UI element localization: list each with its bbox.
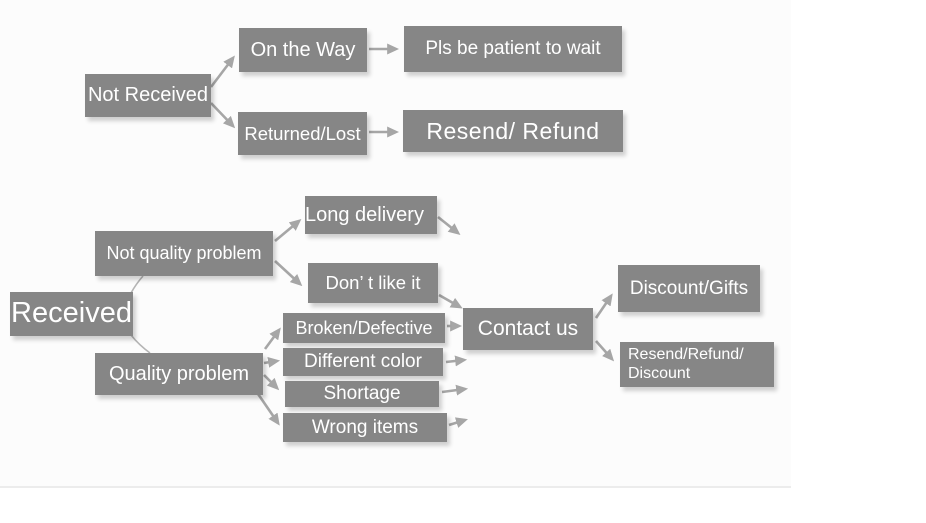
node-wrong-items: Wrong items	[283, 413, 447, 442]
node-resend-refund-discount-line2: Discount	[628, 364, 691, 382]
node-discount-gifts: Discount/Gifts	[618, 265, 760, 312]
node-contact-us: Contact us	[463, 308, 593, 350]
node-not-received: Not Received	[85, 74, 211, 117]
node-resend-refund: Resend/ Refund	[403, 110, 623, 152]
node-different-color: Different color	[283, 348, 443, 376]
node-quality-problem: Quality problem	[95, 353, 263, 395]
node-broken-defective: Broken/Defective	[283, 313, 445, 343]
node-returned-lost: Returned/Lost	[238, 112, 367, 155]
node-on-the-way: On the Way	[239, 28, 367, 72]
node-pls-be-patient: Pls be patient to wait	[404, 26, 622, 72]
node-shortage: Shortage	[285, 381, 439, 407]
node-resend-refund-discount: Resend/Refund/ Discount	[620, 342, 774, 387]
node-not-quality-problem: Not quality problem	[95, 231, 273, 276]
node-resend-refund-discount-line1: Resend/Refund/	[628, 346, 744, 364]
node-long-delivery: Long delivery	[305, 196, 437, 234]
node-dont-like-it: Don’ t like it	[308, 263, 438, 303]
node-received: Received	[10, 292, 133, 336]
